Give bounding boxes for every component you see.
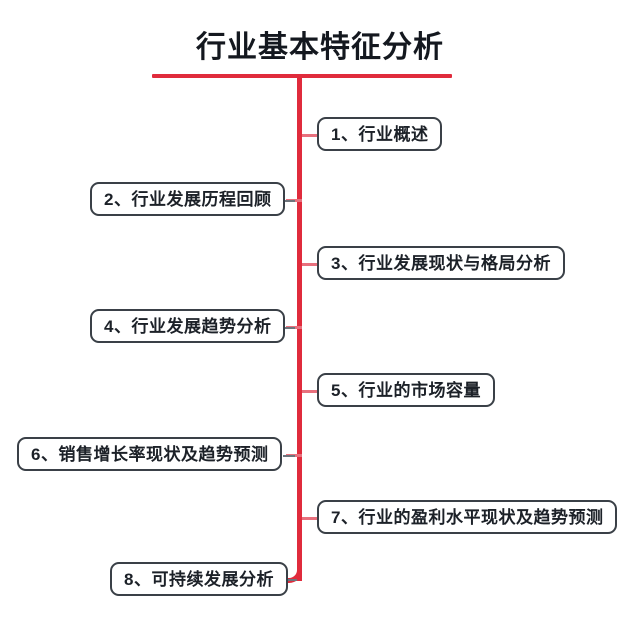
- mindmap-node-1[interactable]: 1、行业概述: [317, 117, 443, 151]
- connector-node-1: [302, 134, 318, 137]
- connector-node-5: [302, 390, 318, 393]
- mindmap-node-7[interactable]: 7、行业的盈利水平现状及趋势预测: [317, 500, 618, 534]
- connector-node-3: [302, 263, 318, 266]
- connector-node-7: [302, 517, 318, 520]
- diagram-title: 行业基本特征分析: [196, 31, 444, 64]
- mindmap-node-3[interactable]: 3、行业发展现状与格局分析: [317, 246, 565, 280]
- connector-node-2: [283, 200, 295, 202]
- title-underline: [152, 74, 452, 78]
- mindmap-node-4[interactable]: 4、行业发展趋势分析: [90, 309, 286, 343]
- mindmap-node-8[interactable]: 8、可持续发展分析: [110, 562, 288, 596]
- mindmap-node-5[interactable]: 5、行业的市场容量: [317, 373, 495, 407]
- mindmap-node-6[interactable]: 6、销售增长率现状及趋势预测: [17, 437, 283, 471]
- connector-node-4: [283, 327, 295, 329]
- mindmap-node-2[interactable]: 2、行业发展历程回顾: [90, 182, 286, 216]
- connector-node-6: [283, 455, 295, 457]
- connector-node-8: [283, 579, 297, 581]
